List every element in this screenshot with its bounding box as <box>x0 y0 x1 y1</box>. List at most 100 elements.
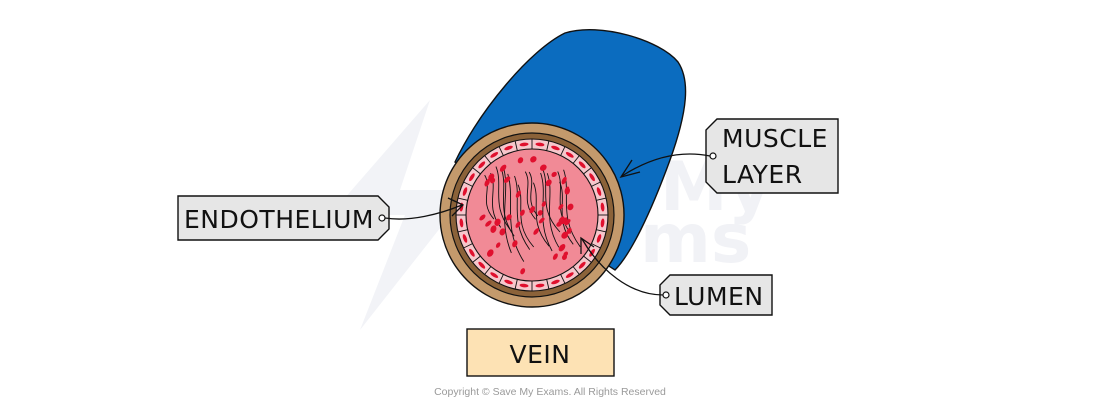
copyright-notice: Copyright © Save My Exams. All Rights Re… <box>434 386 666 398</box>
cell-wall <box>514 140 518 151</box>
lumen-fiber <box>540 172 553 252</box>
blood-cell <box>479 214 486 221</box>
blood-cell <box>487 249 494 257</box>
blood-cell <box>489 177 496 184</box>
cell-nucleus <box>589 248 595 257</box>
label-text-muscle: MUSCLE <box>722 124 828 153</box>
blood-cell <box>563 251 569 257</box>
blood-cell <box>562 231 568 239</box>
lumen-fiber <box>514 175 531 250</box>
cell-nucleus <box>469 173 475 182</box>
cell-wall <box>572 266 580 275</box>
label-lumen: LUMEN <box>580 236 773 316</box>
cell-wall <box>546 279 550 290</box>
lumen-fiber <box>563 169 581 248</box>
cell-nucleus <box>490 152 499 158</box>
cell-wall <box>560 146 566 156</box>
label-text-layer: LAYER <box>722 160 803 189</box>
cell-nucleus <box>478 161 486 169</box>
label-muscle-layer: MUSCLE LAYER <box>619 118 839 194</box>
blood-cell <box>567 203 574 211</box>
cell-wall <box>457 229 468 233</box>
cell-wall <box>498 274 504 284</box>
cell-wall <box>463 181 473 187</box>
blood-cell <box>533 228 540 235</box>
blood-cell <box>506 214 512 221</box>
lumen-fiber <box>484 174 495 220</box>
blood-cell <box>551 171 557 178</box>
blood-cell <box>520 268 526 275</box>
blood-cell <box>484 178 490 187</box>
blood-cell <box>495 242 501 248</box>
cell-nucleus <box>519 142 529 147</box>
cell-nucleus <box>478 261 486 269</box>
label-tag-endothelium <box>177 195 390 241</box>
cell-nucleus <box>589 173 595 182</box>
cell-nucleus <box>469 248 475 257</box>
blood-cell <box>530 156 537 163</box>
blood-cell <box>541 201 546 207</box>
cell-wall <box>484 266 492 275</box>
blood-cell <box>539 164 547 171</box>
cell-wall <box>583 255 592 263</box>
cell-wall <box>596 197 607 201</box>
blood-cell <box>499 164 507 172</box>
label-tag-muscle-layer <box>705 118 839 194</box>
cell-nucleus <box>462 234 468 243</box>
lumen-fiber <box>528 171 539 217</box>
lumen-fiber <box>500 167 515 237</box>
blood-cell <box>512 240 518 248</box>
cell-wall <box>591 243 601 249</box>
cell-wall <box>457 197 468 201</box>
label-text-endothelium: ENDOTHELIUM <box>184 205 374 234</box>
cell-wall <box>514 279 518 290</box>
lumen-fiber <box>533 182 550 247</box>
blood-cell <box>556 221 563 227</box>
lumen-fiber <box>557 171 572 234</box>
blood-cell <box>517 157 524 164</box>
blood-cell <box>561 176 567 185</box>
cell-wall <box>583 167 592 175</box>
blood-cell <box>564 219 571 226</box>
cell-nucleus <box>600 202 605 212</box>
lumen-fiber <box>524 171 536 220</box>
lumen-fiber <box>559 181 574 245</box>
blood-cell <box>566 227 572 234</box>
blood-cell <box>519 209 525 216</box>
cell-nucleus <box>565 152 574 158</box>
endothelium-cells <box>456 139 608 291</box>
lumen-detail <box>479 156 581 275</box>
cell-nucleus <box>596 187 602 196</box>
cell-nucleus <box>459 218 464 228</box>
blood-cell <box>490 225 497 233</box>
cell-wall <box>591 181 601 187</box>
cell-nucleus <box>578 261 586 269</box>
cell-nucleus <box>600 218 605 228</box>
blood-cell <box>499 228 506 236</box>
cell-nucleus <box>535 283 545 288</box>
blood-cell <box>485 220 492 227</box>
watermark-text-2: ms <box>640 200 751 279</box>
blood-cell <box>538 217 545 224</box>
label-endothelium: ENDOTHELIUM <box>177 195 465 241</box>
watermark: My ms <box>330 100 772 330</box>
cell-nucleus <box>504 145 513 151</box>
cell-nucleus <box>504 279 513 285</box>
blood-cell <box>562 217 568 225</box>
lumen-fiber <box>542 169 561 233</box>
cell-wall <box>472 255 481 263</box>
label-tag-lumen <box>659 274 773 316</box>
lumen-fiber <box>495 166 512 232</box>
blood-cell <box>537 210 543 216</box>
label-text-lumen: LUMEN <box>674 282 764 311</box>
cell-nucleus <box>519 283 529 288</box>
blood-cell <box>552 253 558 260</box>
cell-nucleus <box>535 142 545 147</box>
blood-cell <box>529 206 536 214</box>
lumen-fiber <box>502 165 512 254</box>
cell-wall <box>572 155 580 164</box>
blood-cell <box>558 204 564 210</box>
blood-cell <box>494 218 501 226</box>
cell-nucleus <box>551 145 560 151</box>
cell-nucleus <box>578 161 586 169</box>
